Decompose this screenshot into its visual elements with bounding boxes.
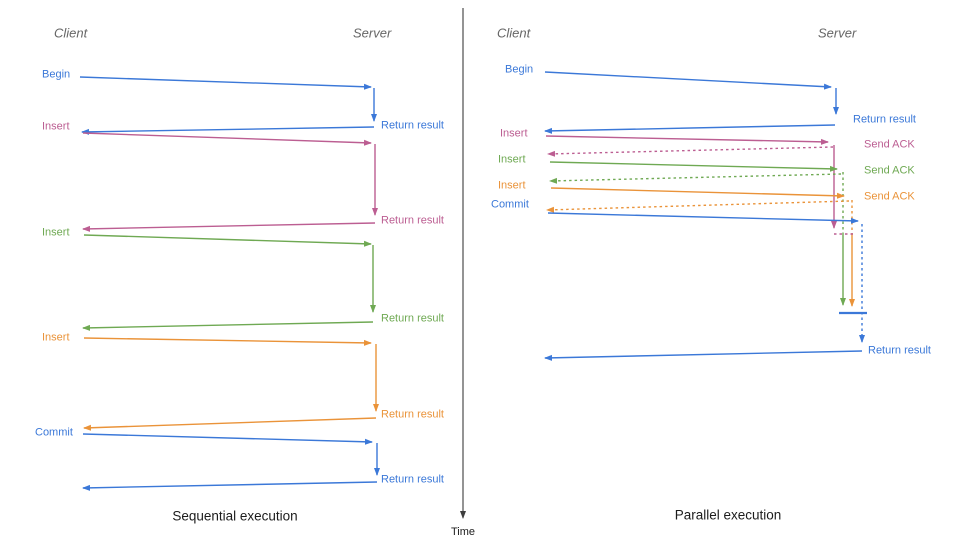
par-ack3-label: Send ACK	[864, 190, 915, 203]
seq-begin-request	[79, 76, 372, 90]
par-return2-label: Return result	[868, 344, 931, 357]
seq-insert2-label: Insert	[42, 226, 70, 239]
par-insert1-request	[545, 135, 829, 145]
par-server-header: Server	[818, 25, 857, 41]
seq-server-header: Server	[353, 25, 392, 41]
par-insert3-request	[550, 187, 845, 199]
par-ack2-label: Send ACK	[864, 164, 915, 177]
seq-insert3-label: Insert	[42, 331, 70, 344]
par-insert1-ack	[547, 146, 834, 157]
seq-return3-label: Return result	[381, 312, 444, 325]
time-axis-label: Time	[451, 526, 476, 538]
seq-insert1-request	[82, 132, 372, 146]
seq-insert2-request	[83, 234, 372, 247]
seq-insert2-return	[82, 321, 374, 331]
seq-insert3-request	[83, 337, 372, 346]
par-commit-request	[547, 212, 859, 224]
seq-insert3-return	[83, 417, 377, 431]
seq-client-header: Client	[54, 25, 88, 41]
par-begin-label: Begin	[505, 63, 534, 76]
seq-return5-label: Return result	[381, 473, 444, 486]
parallel-title: Parallel execution	[674, 507, 782, 523]
seq-return1-label: Return result	[381, 119, 444, 132]
seq-begin-label: Begin	[42, 68, 71, 81]
seq-return4-label: Return result	[381, 408, 444, 421]
seq-commit-return	[82, 481, 378, 491]
seq-insert1-return	[82, 222, 376, 232]
seq-commit-label: Commit	[35, 426, 73, 439]
par-client-header: Client	[497, 25, 531, 41]
seq-return2-label: Return result	[381, 214, 444, 227]
seq-begin-return	[81, 126, 375, 135]
sequential-title: Sequential execution	[172, 508, 298, 524]
par-insert2-ack	[549, 173, 842, 184]
seq-commit-request	[82, 433, 373, 445]
par-commit-return	[544, 350, 863, 361]
par-insert2-request	[549, 161, 838, 172]
par-ack1-label: Send ACK	[864, 138, 915, 151]
par-begin-return	[544, 124, 836, 134]
seq-insert1-label: Insert	[42, 120, 70, 133]
par-begin-request	[544, 71, 832, 90]
par-return1-label: Return result	[853, 113, 916, 126]
par-insert1-label: Insert	[500, 127, 528, 140]
par-insert3-label: Insert	[498, 179, 526, 192]
par-insert2-label: Insert	[498, 153, 526, 166]
par-commit-label: Commit	[491, 198, 529, 211]
par-insert3-ack	[546, 200, 850, 213]
